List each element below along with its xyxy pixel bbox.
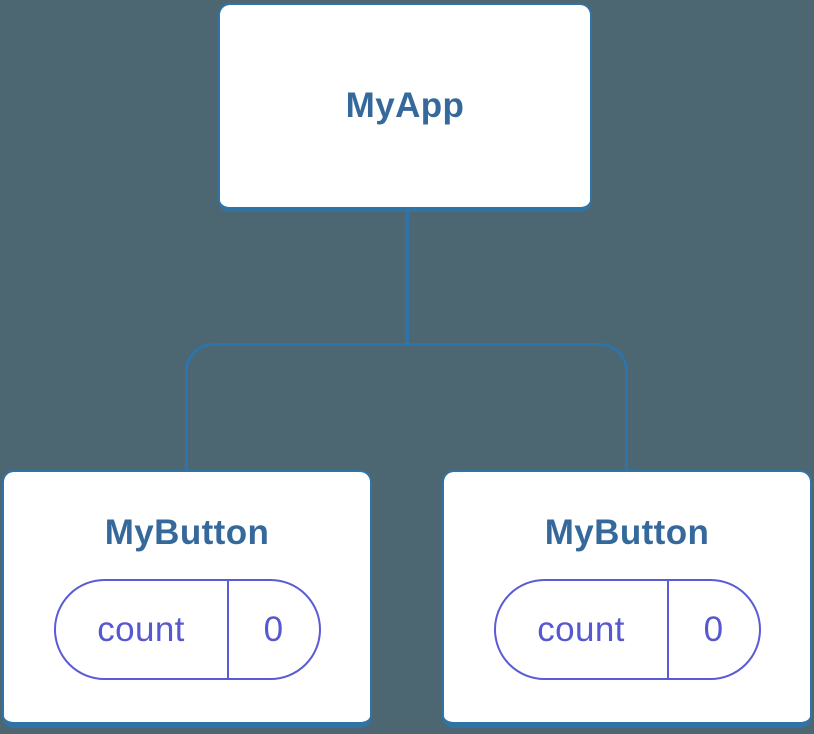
state-key: count xyxy=(97,609,185,649)
component-node-myapp: MyApp xyxy=(218,3,592,212)
component-node-mybutton-1: MyButton count 0 xyxy=(2,470,372,728)
node-label: MyButton xyxy=(544,513,710,552)
state-value: 0 xyxy=(263,609,284,649)
state-key: count xyxy=(537,609,625,649)
state-pill: count 0 xyxy=(53,579,321,680)
state-divider xyxy=(666,581,669,678)
connector-stem xyxy=(405,211,409,345)
component-node-mybutton-2: MyButton count 0 xyxy=(442,470,812,728)
connector-branch xyxy=(185,343,628,471)
node-label: MyButton xyxy=(104,513,270,552)
state-pill: count 0 xyxy=(493,579,761,680)
state-divider xyxy=(226,581,229,678)
node-label: MyApp xyxy=(345,86,465,125)
state-value: 0 xyxy=(703,609,724,649)
